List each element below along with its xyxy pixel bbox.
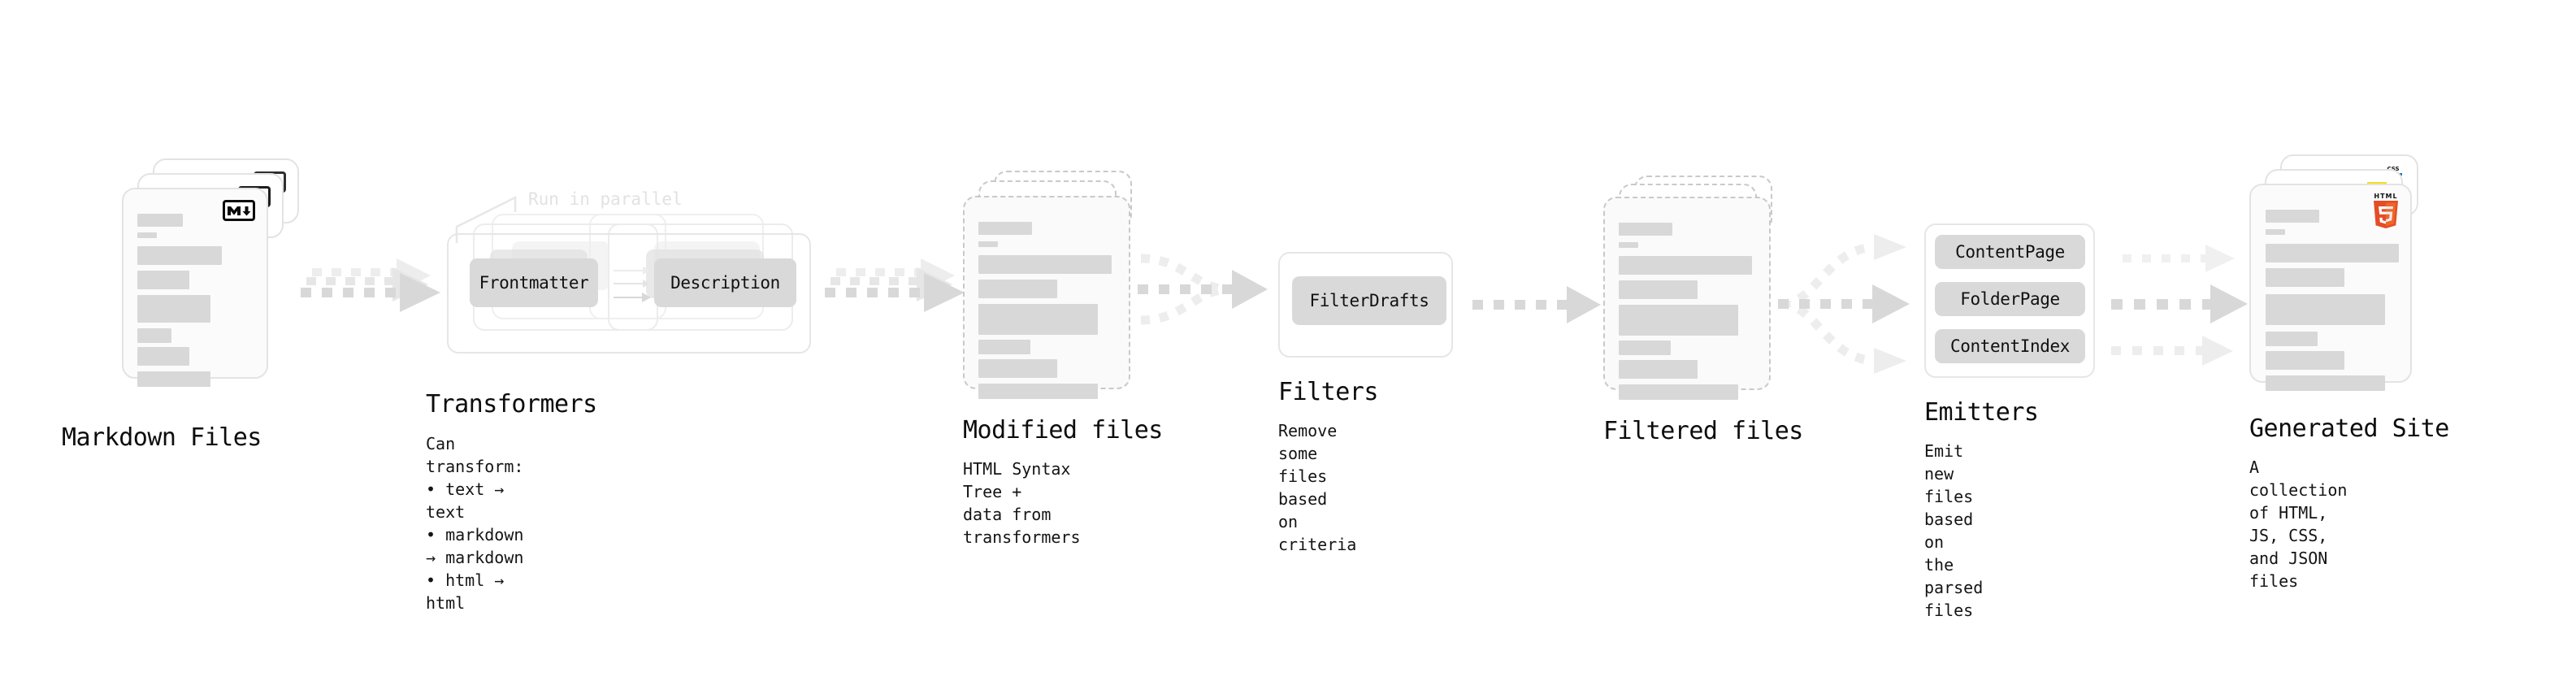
markdown-icon — [223, 200, 255, 221]
content-bar — [137, 347, 189, 366]
content-bar — [137, 328, 171, 343]
markdown-card-front — [122, 188, 268, 387]
content-bar — [1619, 242, 1638, 248]
stage-subtitle-modified-files: HTML Syntax Tree + data from transformer… — [963, 459, 1081, 547]
content-bar — [1619, 223, 1672, 236]
stage-title-markdown-files: Markdown Files — [62, 423, 262, 452]
content-bar — [2266, 268, 2344, 287]
chip-flow-arrows — [614, 267, 651, 302]
chip-frontmatter[interactable]: Frontmatter — [470, 258, 598, 307]
stage-title-modified-files: Modified files — [963, 416, 1163, 445]
content-bar — [137, 214, 183, 227]
connector-filters-to-filtered — [1472, 286, 1601, 323]
stage-title-filters: Filters — [1278, 378, 1378, 406]
html5-icon: HTML — [2371, 193, 2400, 228]
content-bar — [1619, 384, 1738, 400]
chip-folderpage[interactable]: FolderPage — [1935, 282, 2085, 316]
content-bar — [137, 232, 157, 238]
content-bar — [2266, 351, 2344, 370]
content-bar — [2266, 229, 2285, 235]
connector-emitters-to-site — [2111, 245, 2248, 366]
connector-modified-to-filters — [1138, 254, 1268, 325]
content-bar — [1619, 256, 1752, 275]
connector-markdown-to-transformers — [301, 258, 440, 312]
stage-subtitle-filters: Remove some files based on criteria — [1278, 421, 1357, 554]
connector-transformers-to-modified — [825, 258, 965, 312]
modified-card-front — [963, 196, 1130, 399]
stage-title-filtered-files: Filtered files — [1603, 417, 1803, 445]
content-bar — [978, 304, 1098, 335]
stage-subtitle-generated-site: A collection of HTML, JS, CSS, and JSON … — [2249, 458, 2348, 591]
content-bar — [978, 241, 998, 247]
transformer-group-front — [447, 233, 811, 354]
chip-contentindex[interactable]: ContentIndex — [1935, 329, 2085, 363]
stage-title-transformers: Transformers — [426, 390, 597, 419]
content-bar — [978, 340, 1030, 354]
content-bar — [1619, 305, 1738, 336]
generated-card-html: HTML — [2249, 184, 2412, 391]
content-bar — [1619, 340, 1671, 355]
content-bar — [137, 371, 210, 387]
content-bar — [2266, 244, 2399, 262]
stage-title-generated-site: Generated Site — [2249, 414, 2449, 443]
content-bar — [2266, 294, 2385, 325]
content-bar — [978, 222, 1032, 235]
content-bar — [978, 384, 1098, 399]
content-bar — [1619, 360, 1698, 379]
chip-description[interactable]: Description — [654, 258, 796, 307]
chip-filterdrafts[interactable]: FilterDrafts — [1292, 276, 1446, 325]
stage-subtitle-transformers: Can transform: • text → text • markdown … — [426, 434, 524, 613]
content-bar — [2266, 210, 2319, 223]
content-bar — [978, 280, 1057, 298]
connector-filtered-to-emitters — [1778, 234, 1910, 374]
stage-title-emitters: Emitters — [1924, 398, 2039, 427]
content-bar — [137, 246, 222, 265]
content-bar — [978, 255, 1112, 274]
content-bar — [137, 271, 189, 289]
content-bar — [2266, 332, 2318, 346]
chip-contentpage[interactable]: ContentPage — [1935, 235, 2085, 269]
content-bar — [978, 359, 1057, 378]
parallel-hint-label: Run in parallel — [528, 189, 683, 209]
content-bar — [1619, 280, 1698, 299]
filtered-card-front — [1603, 197, 1771, 400]
stage-subtitle-emitters: Emit new files based on the parsed files — [1924, 441, 1984, 620]
content-bar — [137, 295, 210, 323]
emitters-group — [1924, 223, 2095, 378]
filters-group — [1278, 252, 1453, 358]
content-bar — [2266, 375, 2385, 391]
